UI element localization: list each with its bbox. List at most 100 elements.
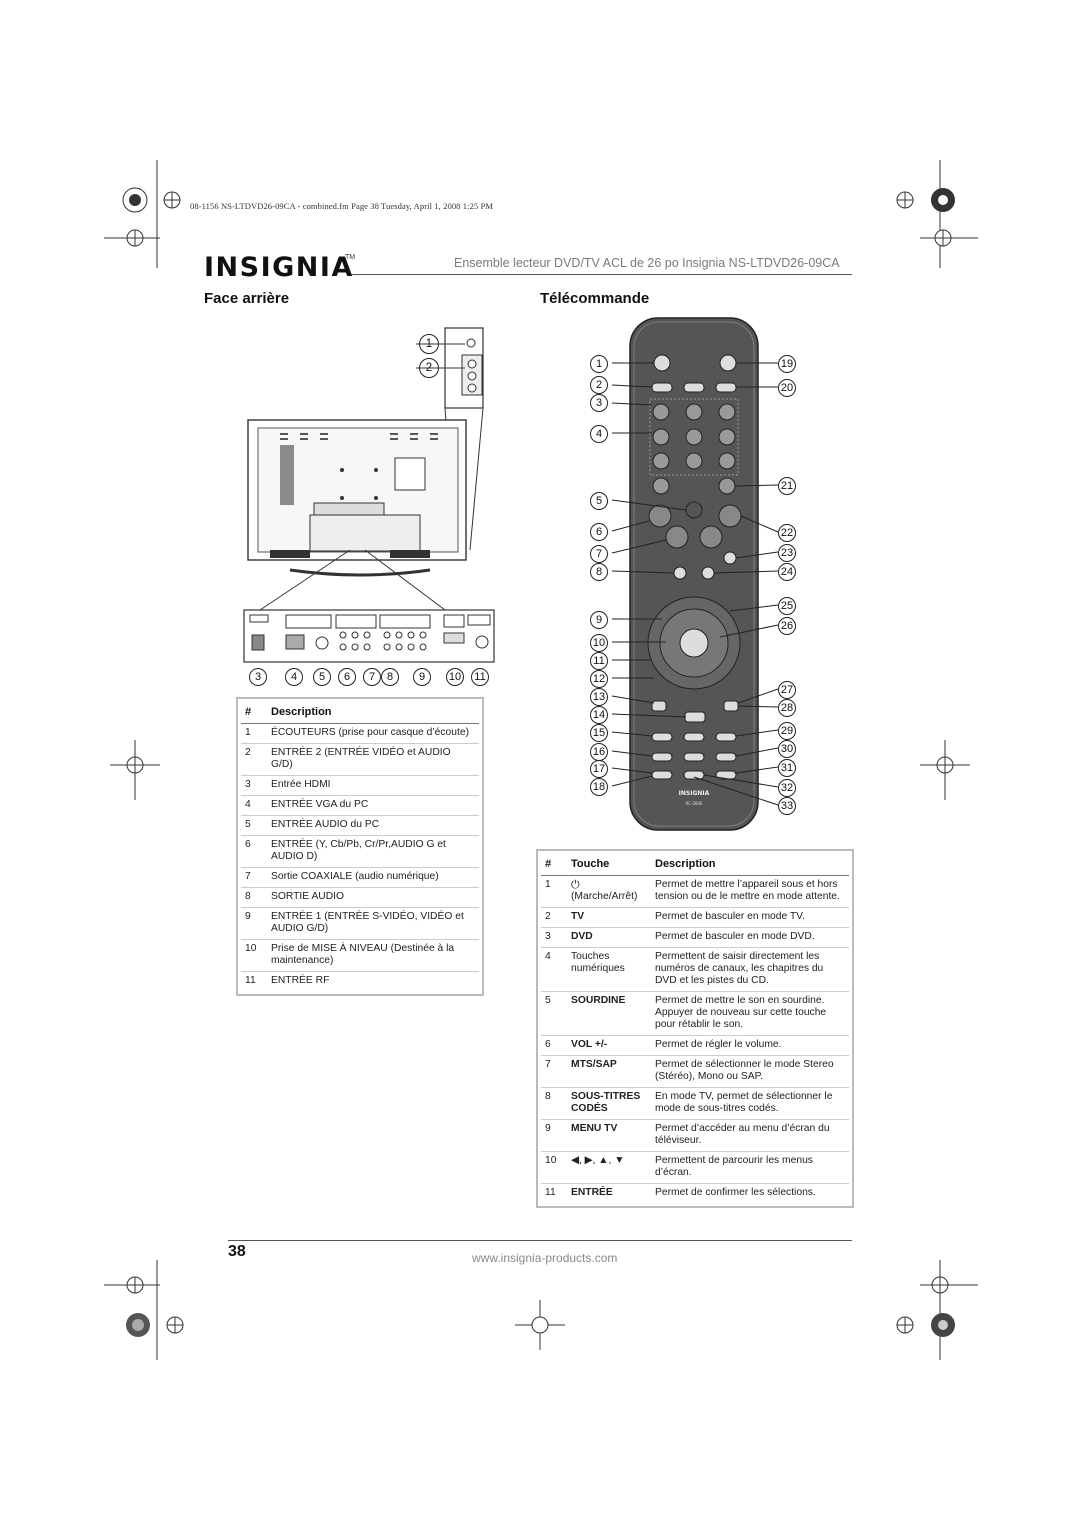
row-description: En mode TV, permet de sélectionner le mo… — [651, 1087, 849, 1120]
remote-callout-30: 30 — [778, 740, 796, 758]
row-num: 5 — [241, 815, 267, 836]
telecommande-title: Télécommande — [540, 290, 650, 307]
table-row: 10◀, ▶, ▲, ▼Permettent de parcourir les … — [541, 1151, 849, 1184]
insignia-logo: INSIGNIA — [204, 252, 354, 283]
remote-callout-10: 10 — [590, 634, 608, 652]
remote-callout-26: 26 — [778, 617, 796, 635]
table-row: 11 ENTRÉE Permet de confirmer les sélectio… — [541, 1184, 849, 1204]
row-description: Permet de régler le volume. — [651, 1035, 849, 1056]
remote-callout-21: 21 — [778, 477, 796, 495]
remote-illustration: INSIGNIA RC-260E — [611, 317, 779, 831]
callout-bottom-4: 4 — [285, 668, 303, 686]
remote-callout-29: 29 — [778, 722, 796, 740]
row-description: Permet de mettre l’appareil sous et hors… — [651, 875, 849, 908]
remote-callout-14: 14 — [590, 706, 608, 724]
row-description: ENTRÉE AUDIO du PC — [267, 815, 479, 836]
remote-callout-5: 5 — [590, 492, 608, 510]
row-description: ENTRÉE (Y, Cb/Pb, Cr/Pr,AUDIO G et AUDIO… — [267, 835, 479, 868]
remote-callout-28: 28 — [778, 699, 796, 717]
page-number: 38 — [228, 1243, 246, 1260]
remote-callout-7: 7 — [590, 545, 608, 563]
row-num: 10 — [541, 1151, 567, 1184]
row-num: 3 — [541, 927, 567, 948]
remote-callout-17: 17 — [590, 760, 608, 778]
remote-keys-table: # Touche Description 1⏻(Marche/Arrêt)Per… — [536, 849, 854, 1208]
row-description: Permettent de parcourir les menus d’écra… — [651, 1151, 849, 1184]
row-num: 4 — [241, 795, 267, 816]
remote-callout-1: 1 — [590, 355, 608, 373]
row-key-label: (Marche/Arrêt) — [571, 891, 638, 902]
row-num: 1 — [541, 875, 567, 908]
row-key: MENU TV — [567, 1119, 651, 1152]
remote-callout-33: 33 — [778, 797, 796, 815]
row-num: 9 — [541, 1119, 567, 1152]
table-row: 1⏻(Marche/Arrêt)Permet de mettre l’appar… — [541, 875, 849, 908]
row-key: TV — [567, 907, 651, 928]
row-num: 7 — [541, 1055, 567, 1088]
remote-callout-12: 12 — [590, 670, 608, 688]
website-link[interactable]: www.insignia-products.com — [472, 1251, 618, 1265]
row-description: ENTRÉE 1 (ENTRÉE S-VIDÉO, VIDÉO et AUDIO… — [267, 907, 479, 940]
callout-bottom-9: 9 — [413, 668, 431, 686]
row-num: 10 — [241, 939, 267, 972]
row-description: ENTRÉE RF — [271, 975, 330, 986]
row-num: 11 — [545, 1187, 556, 1198]
row-description: Permet de basculer en mode DVD. — [651, 927, 849, 948]
row-num: 3 — [241, 775, 267, 796]
row-num: 8 — [241, 887, 267, 908]
row-num: 9 — [241, 907, 267, 940]
remote-callout-20: 20 — [778, 379, 796, 397]
row-description: ENTRÉE 2 (ENTRÉE VIDÉO et AUDIO G/D) — [267, 743, 479, 776]
logo-trademark: TM — [345, 254, 356, 261]
row-key: ⏻(Marche/Arrêt) — [567, 875, 651, 908]
row-num: 11 — [245, 975, 256, 986]
col-header-num: # — [241, 702, 267, 724]
remote-callout-22: 22 — [778, 524, 796, 542]
header-rule — [352, 274, 852, 275]
remote-callout-31: 31 — [778, 759, 796, 777]
callout-bottom-6: 6 — [338, 668, 356, 686]
remote-callout-6: 6 — [590, 523, 608, 541]
remote-callout-32: 32 — [778, 779, 796, 797]
power-icon: ⏻ — [571, 879, 580, 891]
remote-callout-16: 16 — [590, 743, 608, 761]
callout-bottom-10: 10 — [446, 668, 464, 686]
row-num: 2 — [541, 907, 567, 928]
row-description: Permettent de saisir directement les num… — [651, 947, 849, 992]
row-description: Permet de sélectionner le mode Stereo (S… — [651, 1055, 849, 1088]
row-num: 4 — [541, 947, 567, 992]
row-key: VOL +/- — [567, 1035, 651, 1056]
callout-bottom-3: 3 — [249, 668, 267, 686]
row-key: SOURDINE — [567, 991, 651, 1036]
remote-callout-18: 18 — [590, 778, 608, 796]
remote-callout-4: 4 — [590, 425, 608, 443]
row-description: Permet de confirmer les sélections. — [655, 1187, 816, 1198]
row-key: DVD — [567, 927, 651, 948]
remote-callout-9: 9 — [590, 611, 608, 629]
document-title: Ensemble lecteur DVD/TV ACL de 26 po Ins… — [454, 256, 840, 270]
row-num: 8 — [541, 1087, 567, 1120]
row-key: ENTRÉE — [571, 1187, 613, 1198]
row-key: MTS/SAP — [567, 1055, 651, 1088]
remote-callout-8: 8 — [590, 563, 608, 581]
face-arriere-title: Face arrière — [204, 290, 290, 307]
remote-callout-19: 19 — [778, 355, 796, 373]
remote-callout-2: 2 — [590, 376, 608, 394]
col-header-touche: Touche — [567, 854, 651, 876]
